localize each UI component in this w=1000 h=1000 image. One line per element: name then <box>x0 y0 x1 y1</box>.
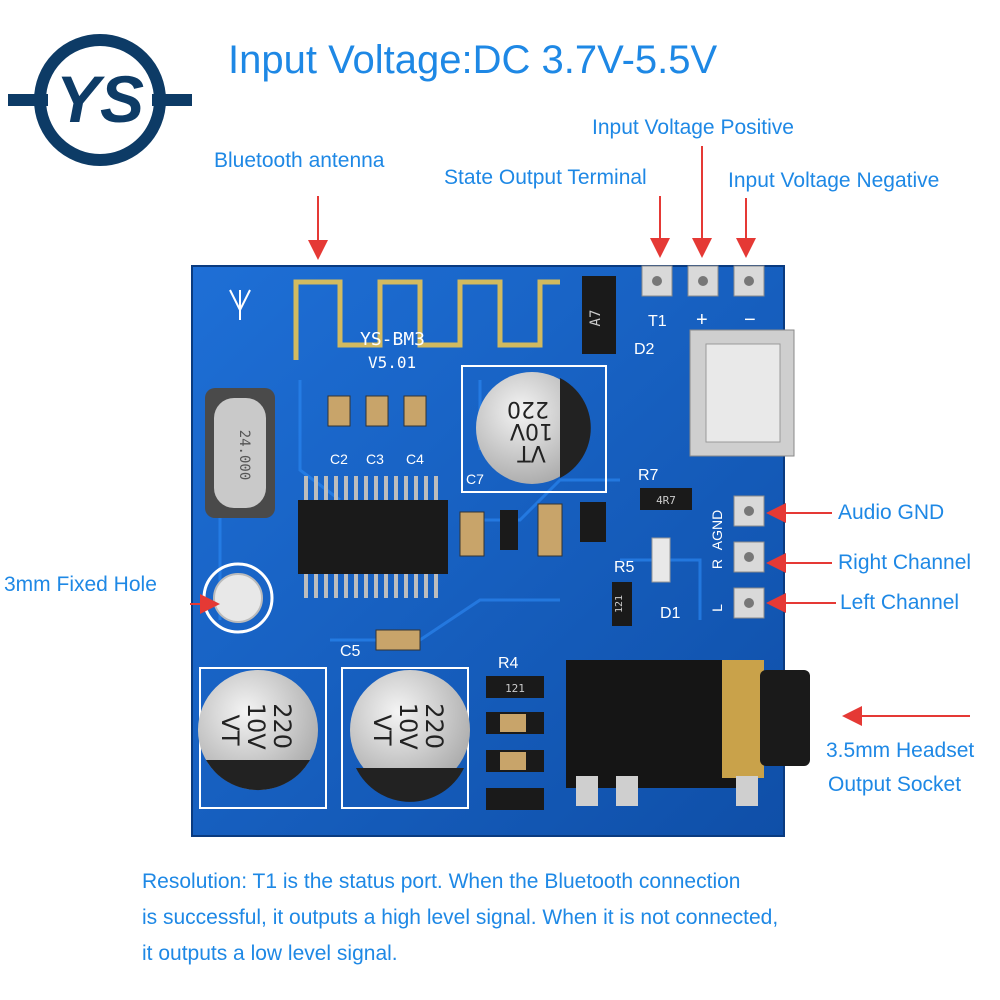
svg-text:T1: T1 <box>648 313 667 330</box>
svg-text:R5: R5 <box>614 559 635 576</box>
crystal-label: 24.000 <box>236 430 252 481</box>
svg-text:C4: C4 <box>406 451 424 467</box>
svg-text:220 10V VT: 220 10V VT <box>368 703 448 758</box>
svg-text:4R7: 4R7 <box>656 494 676 507</box>
label-vin-negative: Input Voltage Negative <box>728 169 940 192</box>
resolution-text: Resolution: T1 is the status port. When … <box>142 864 778 972</box>
logo-text: YS <box>56 62 144 136</box>
label-vin-positive: Input Voltage Positive <box>592 116 794 139</box>
board-model: YS-BM3 <box>360 329 425 350</box>
svg-text:121: 121 <box>505 682 525 695</box>
svg-text:220 10V VT: 220 10V VT <box>216 703 296 758</box>
svg-text:AGND: AGND <box>709 510 725 550</box>
resolution-line-1: Resolution: T1 is the status port. When … <box>142 870 741 893</box>
label-headset-line2: Output Socket <box>828 773 962 796</box>
label-headset-line1: 3.5mm Headset <box>826 739 975 762</box>
svg-text:C7: C7 <box>466 471 484 487</box>
antenna-trace <box>293 279 560 360</box>
svg-text:121: 121 <box>614 595 625 613</box>
svg-text:L: L <box>709 604 725 612</box>
label-state-output: State Output Terminal <box>444 166 647 189</box>
svg-text:VT 10V 220: VT 10V 220 <box>503 396 553 465</box>
resolution-line-3: it outputs a low level signal. <box>142 942 398 965</box>
svg-text:C5: C5 <box>340 643 361 660</box>
svg-text:D1: D1 <box>660 605 681 622</box>
resolution-line-2: is successful, it outputs a high level s… <box>142 906 779 929</box>
svg-text:R: R <box>709 559 725 569</box>
page-title: Input Voltage:DC 3.7V-5.5V <box>228 38 718 82</box>
svg-text:C3: C3 <box>366 451 384 467</box>
svg-text:+: + <box>696 309 708 331</box>
label-right-channel: Right Channel <box>838 551 972 574</box>
label-left-channel: Left Channel <box>840 591 960 614</box>
ys-logo-icon: YS <box>8 34 192 166</box>
svg-text:A7: A7 <box>588 310 604 327</box>
label-bluetooth-antenna: Bluetooth antenna <box>214 149 385 172</box>
board-version: V5.01 <box>368 353 416 372</box>
svg-text:R7: R7 <box>638 467 659 484</box>
label-fixed-hole: 3mm Fixed Hole <box>4 573 157 596</box>
svg-text:R4: R4 <box>498 655 519 672</box>
svg-text:C2: C2 <box>330 451 348 467</box>
svg-text:D2: D2 <box>634 341 655 358</box>
label-audio-gnd: Audio GND <box>838 501 945 524</box>
svg-text:−: − <box>744 309 756 331</box>
